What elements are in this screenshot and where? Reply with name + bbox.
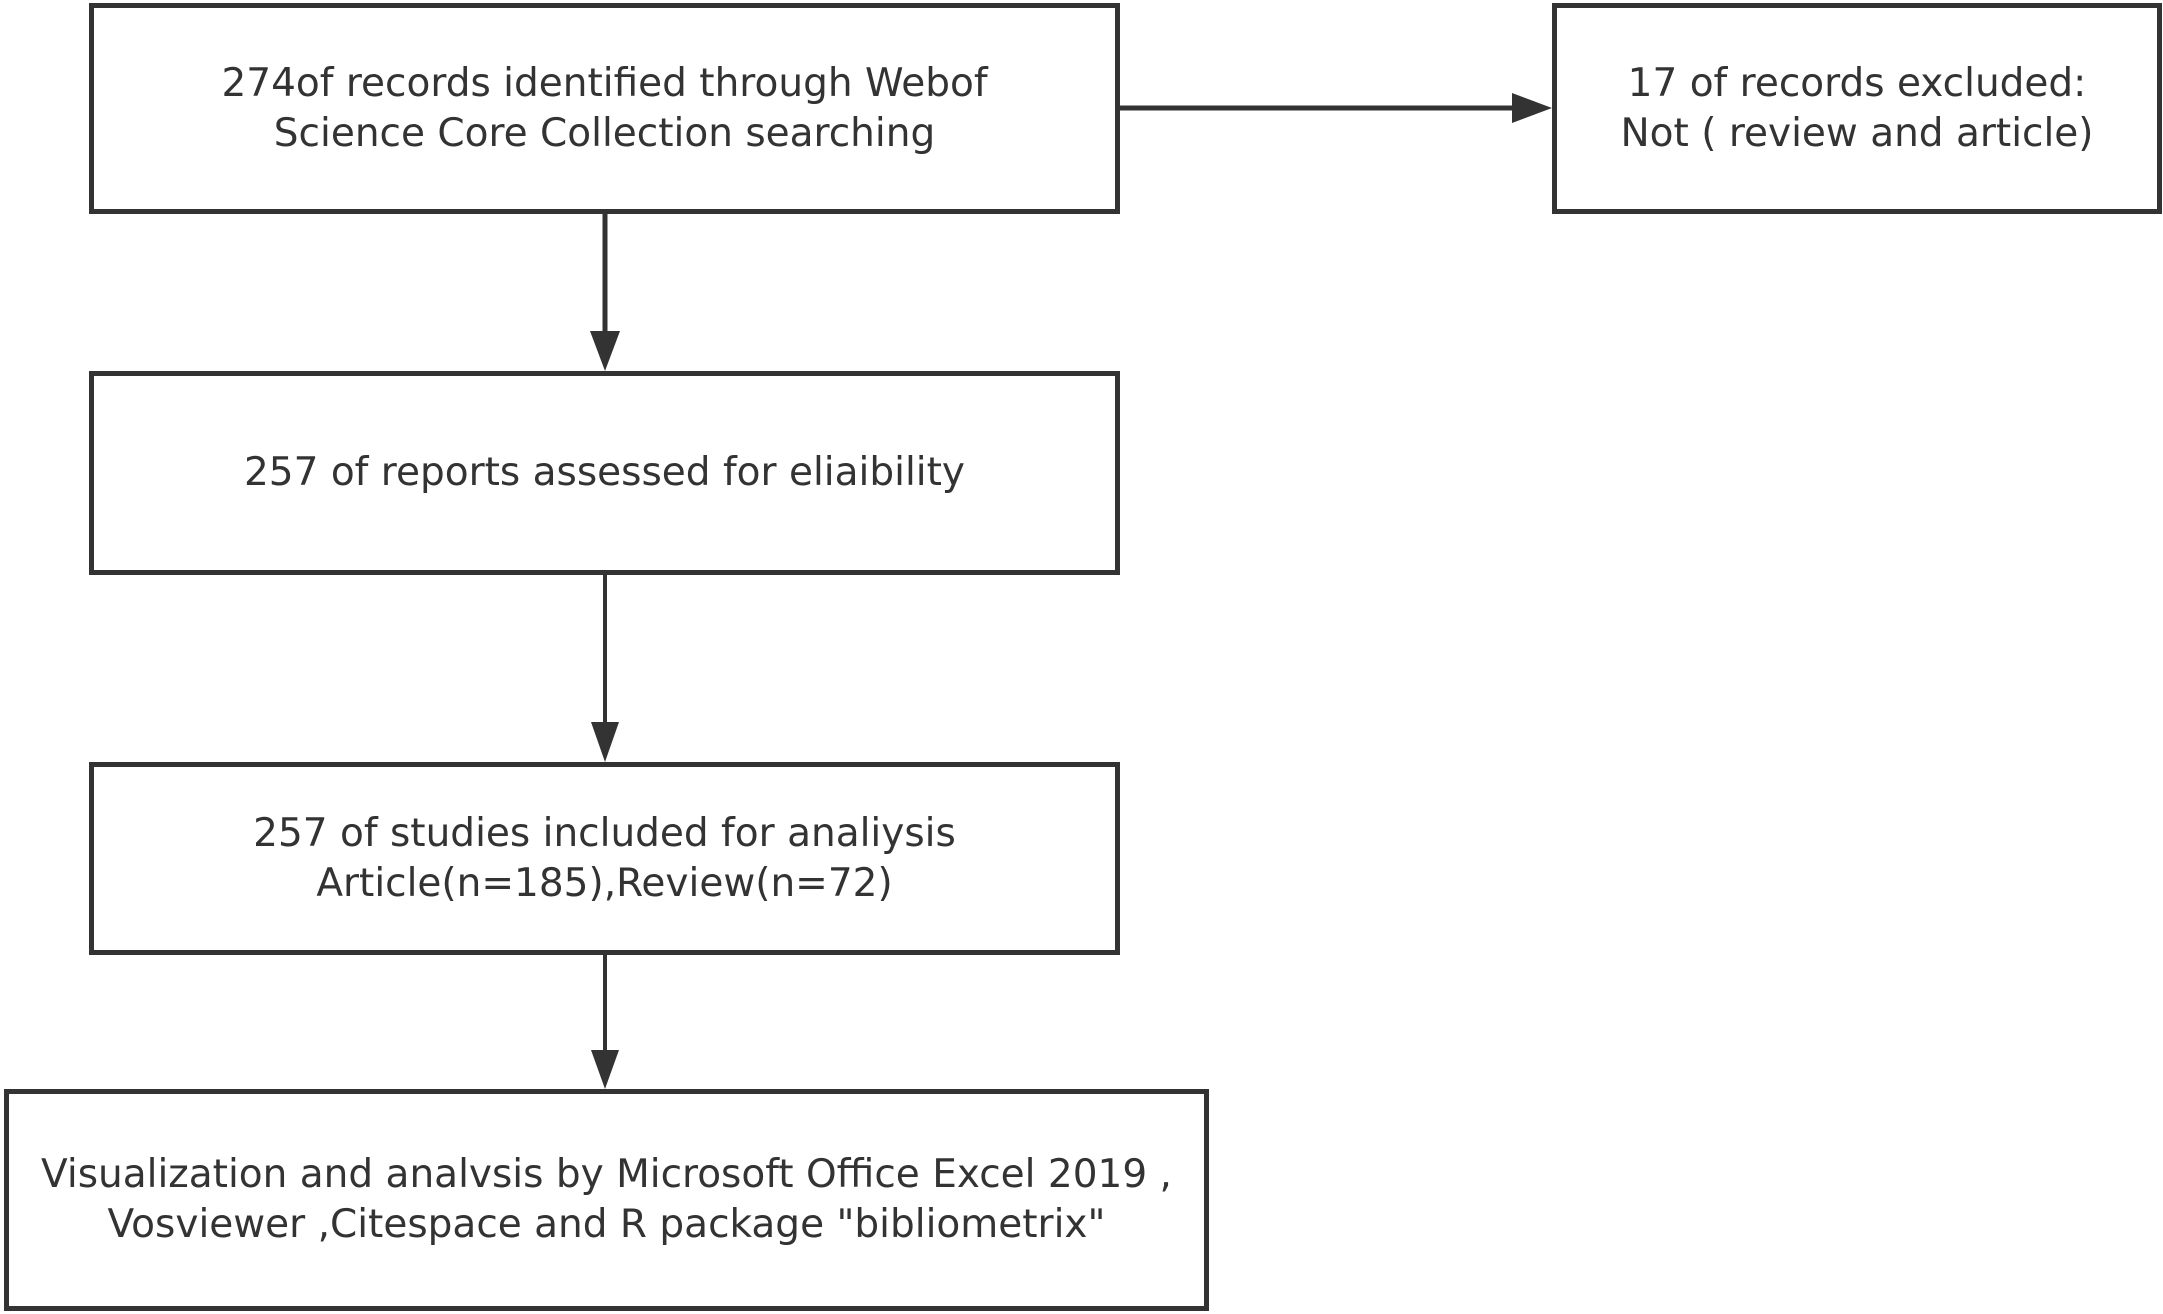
identified-records-line-1: 274of records identified through Webof xyxy=(221,60,988,106)
assessed-reports-line-1: 257 of reports assessed for eliaibility xyxy=(243,450,966,495)
included-studies-line-2: Article(n=185),Review(n=72) xyxy=(316,860,893,906)
identified-records-box: 274of records identified through Webof S… xyxy=(89,3,1120,214)
assessed-reports-box: 257 of reports assessed for eliaibility xyxy=(89,371,1120,575)
included-studies-line-1: 257 of studies included for analiysis xyxy=(253,810,956,856)
visualization-analysis-box: Visualization and analvsis by Microsoft … xyxy=(4,1089,1209,1311)
excluded-records-line-2: Not ( review and article) xyxy=(1620,110,2094,156)
visualization-analysis-line-2: Vosviewer ,Citespace and R package "bibl… xyxy=(107,1202,1106,1247)
arrow-identified-to-excluded xyxy=(1120,93,1552,123)
arrow-included-to-visualization xyxy=(591,955,619,1089)
included-studies-box: 257 of studies included for analiysis Ar… xyxy=(89,762,1120,955)
identified-records-line-2: Science Core Collection searching xyxy=(273,110,936,156)
visualization-analysis-line-1: Visualization and analvsis by Microsoft … xyxy=(41,1152,1172,1197)
excluded-records-box: 17 of records excluded: Not ( review and… xyxy=(1552,3,2162,214)
arrow-assessed-to-included xyxy=(591,575,619,762)
excluded-records-line-1: 17 of records excluded: xyxy=(1627,60,2087,106)
arrow-identified-to-assessed xyxy=(590,214,620,371)
